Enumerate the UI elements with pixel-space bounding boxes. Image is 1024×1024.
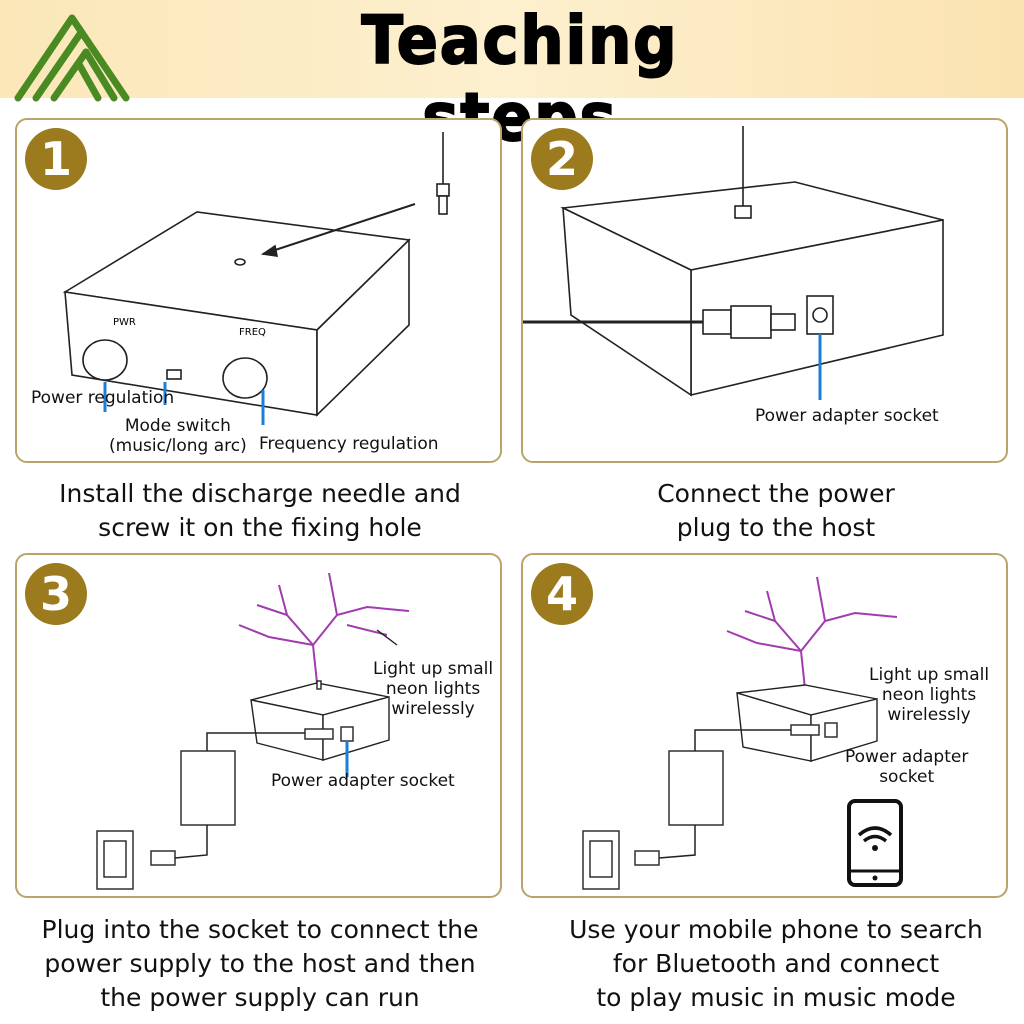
power-regulation-label: Power regulation	[31, 388, 175, 408]
step-number-badge: 3	[25, 563, 87, 625]
bluetooth-illustration	[582, 576, 903, 890]
step-1-panel: 1 PWR FREQ Power regulation Mode switch(…	[15, 118, 502, 463]
header-banner	[0, 0, 1024, 98]
step-number-badge: 4	[531, 563, 593, 625]
plug-in-illustration	[96, 572, 410, 890]
step-number-badge: 2	[531, 128, 593, 190]
mode-switch-label: Mode switch(music/long arc)	[109, 416, 247, 456]
power-adapter-socket-label: Power adapter socket	[271, 771, 455, 791]
power-adapter-socket-label: Power adapter socket	[755, 406, 939, 426]
smartphone-wifi-icon	[847, 799, 903, 887]
step-number-badge: 1	[25, 128, 87, 190]
pwr-label: PWR	[113, 317, 136, 328]
step-2-panel: 2 Power adapter socket	[521, 118, 1008, 463]
frequency-regulation-label: Frequency regulation	[259, 434, 439, 454]
power-plug-illustration	[523, 126, 944, 400]
plasma-arc-icon	[726, 576, 898, 690]
plasma-arc-icon	[238, 572, 410, 684]
brand-logo	[14, 14, 130, 102]
freq-label: FREQ	[239, 327, 266, 338]
device-needle-illustration: PWR FREQ	[62, 132, 450, 425]
